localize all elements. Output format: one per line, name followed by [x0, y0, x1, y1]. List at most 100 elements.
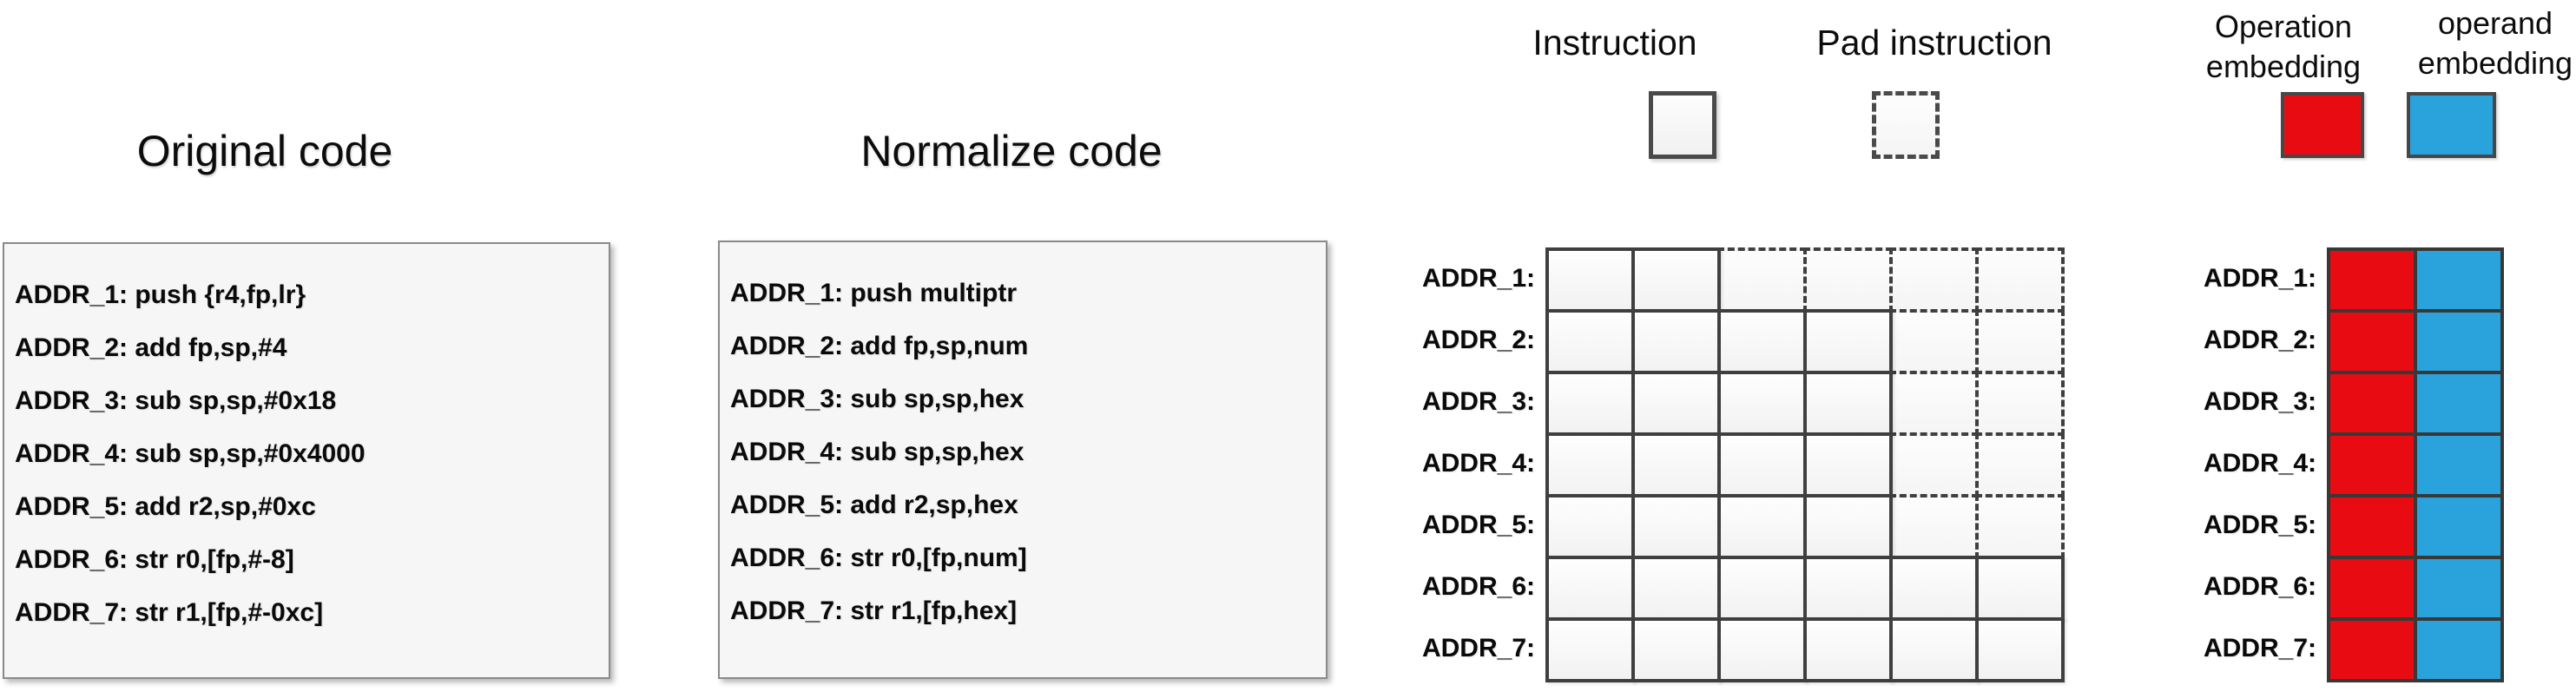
embedding-row-label-4: ADDR_4: [2203, 448, 2316, 478]
normalized-code-line-1: ADDR_1: push multiptr [730, 278, 1017, 307]
instruction-cell-4-4 [1803, 432, 1893, 498]
normalized-code-line-5: ADDR_5: add r2,sp,hex [730, 490, 1018, 519]
operation-embedding-cell-4 [2327, 432, 2417, 498]
instruction-cell-7-1 [1545, 617, 1635, 682]
original-code-line-1: ADDR_1: push {r4,fp,lr} [15, 280, 306, 309]
embedding-row-label-5: ADDR_5: [2203, 510, 2316, 539]
instruction-cell-3-1 [1545, 371, 1635, 436]
operand-embedding-cell-1 [2414, 247, 2504, 313]
pad-instruction-cell-1-3 [1717, 247, 1807, 313]
original-code-line-7: ADDR_7: str r1,[fp,#-0xc] [15, 597, 324, 627]
operation-embedding-legend-line2: embedding [2205, 49, 2362, 84]
original-code-title: Original code [136, 127, 393, 175]
instruction-cell-6-4 [1803, 556, 1893, 621]
normalized-code-line-7: ADDR_7: str r1,[fp,hex] [730, 596, 1018, 625]
instruction-cell-6-2 [1631, 556, 1721, 621]
pad-instruction-legend-label: Pad instruction [1816, 23, 2052, 63]
grid-row-label-6: ADDR_6: [1421, 571, 1535, 601]
instruction-cell-7-4 [1803, 617, 1893, 682]
operation-embedding-cell-2 [2327, 309, 2417, 374]
pad-instruction-cell-3-5 [1889, 371, 1979, 436]
operand-embedding-cell-2 [2414, 309, 2504, 374]
operand-embedding-legend-label: operand embedding [2408, 3, 2576, 83]
instruction-cell-5-3 [1717, 494, 1807, 559]
grid-row-label-3: ADDR_3: [1421, 386, 1535, 416]
instruction-cell-1-1 [1545, 247, 1635, 313]
instruction-legend-label: Instruction [1532, 23, 1697, 63]
operand-embedding-cell-5 [2414, 494, 2504, 559]
operation-embedding-legend-swatch [2281, 92, 2364, 158]
normalize-code-title: Normalize code [860, 127, 1163, 175]
instruction-cell-7-3 [1717, 617, 1807, 682]
grid-row-label-2: ADDR_2: [1421, 325, 1535, 354]
instruction-cell-3-4 [1803, 371, 1893, 436]
instruction-cell-2-4 [1803, 309, 1893, 374]
embedding-row-label-7: ADDR_7: [2203, 633, 2316, 662]
embedding-row-label-1: ADDR_1: [2203, 263, 2316, 293]
normalized-code-line-3: ADDR_3: sub sp,sp,hex [730, 384, 1024, 413]
original-code-line-6: ADDR_6: str r0,[fp,#-8] [15, 544, 294, 574]
pad-instruction-cell-1-4 [1803, 247, 1893, 313]
original-code-line-3: ADDR_3: sub sp,sp,#0x18 [15, 386, 337, 415]
instruction-cell-1-2 [1631, 247, 1721, 313]
pad-instruction-cell-2-6 [1975, 309, 2065, 374]
operand-embedding-cell-4 [2414, 432, 2504, 498]
grid-row-label-7: ADDR_7: [1421, 633, 1535, 662]
instruction-cell-4-3 [1717, 432, 1807, 498]
normalized-code-line-4: ADDR_4: sub sp,sp,hex [730, 437, 1024, 466]
normalized-code-line-6: ADDR_6: str r0,[fp,num] [730, 543, 1027, 572]
original-code-box: ADDR_1: push {r4,fp,lr}ADDR_2: add fp,sp… [3, 242, 610, 679]
instruction-cell-2-3 [1717, 309, 1807, 374]
operand-embedding-cell-3 [2414, 371, 2504, 436]
pad-instruction-cell-1-6 [1975, 247, 2065, 313]
operation-embedding-cell-5 [2327, 494, 2417, 559]
normalized-code-line-2: ADDR_2: add fp,sp,num [730, 331, 1029, 360]
instruction-cell-7-5 [1889, 617, 1979, 682]
operand-embedding-legend-line1: operand [2437, 5, 2553, 41]
original-code-line-5: ADDR_5: add r2,sp,#0xc [15, 491, 316, 521]
operand-embedding-legend-swatch [2407, 92, 2496, 158]
instruction-cell-5-4 [1803, 494, 1893, 559]
operand-embedding-legend-line2: embedding [2417, 45, 2573, 81]
pad-instruction-cell-4-5 [1889, 432, 1979, 498]
instruction-cell-4-1 [1545, 432, 1635, 498]
operation-embedding-cell-6 [2327, 556, 2417, 621]
embedding-row-label-2: ADDR_2: [2203, 325, 2316, 354]
instruction-legend-swatch [1649, 91, 1716, 159]
grid-row-label-4: ADDR_4: [1421, 448, 1535, 478]
operand-embedding-cell-7 [2414, 617, 2504, 682]
instruction-cell-6-5 [1889, 556, 1979, 621]
pad-instruction-cell-4-6 [1975, 432, 2065, 498]
embedding-row-label-3: ADDR_3: [2203, 386, 2316, 416]
operation-embedding-cell-7 [2327, 617, 2417, 682]
operation-embedding-cell-3 [2327, 371, 2417, 436]
instruction-cell-7-2 [1631, 617, 1721, 682]
instruction-cell-2-2 [1631, 309, 1721, 374]
original-code-line-4: ADDR_4: sub sp,sp,#0x4000 [15, 438, 366, 468]
grid-row-label-5: ADDR_5: [1421, 510, 1535, 539]
embedding-row-label-6: ADDR_6: [2203, 571, 2316, 601]
instruction-cell-7-6 [1975, 617, 2065, 682]
instruction-cell-6-1 [1545, 556, 1635, 621]
instruction-cell-5-1 [1545, 494, 1635, 559]
instruction-cell-3-3 [1717, 371, 1807, 436]
operation-embedding-legend-label: Operation embedding [2197, 7, 2370, 87]
instruction-cell-6-6 [1975, 556, 2065, 621]
pad-instruction-cell-2-5 [1889, 309, 1979, 374]
pad-instruction-cell-5-6 [1975, 494, 2065, 559]
original-code-lines: ADDR_1: push {r4,fp,lr}ADDR_2: add fp,sp… [4, 268, 609, 639]
grid-row-label-1: ADDR_1: [1421, 263, 1535, 293]
operation-embedding-cell-1 [2327, 247, 2417, 313]
pad-instruction-cell-5-5 [1889, 494, 1979, 559]
instruction-cell-4-2 [1631, 432, 1721, 498]
pad-instruction-cell-3-6 [1975, 371, 2065, 436]
instruction-cell-6-3 [1717, 556, 1807, 621]
operand-embedding-cell-6 [2414, 556, 2504, 621]
operation-embedding-legend-line1: Operation [2214, 9, 2353, 44]
instruction-cell-2-1 [1545, 309, 1635, 374]
pad-instruction-legend-swatch [1872, 91, 1940, 159]
instruction-cell-5-2 [1631, 494, 1721, 559]
